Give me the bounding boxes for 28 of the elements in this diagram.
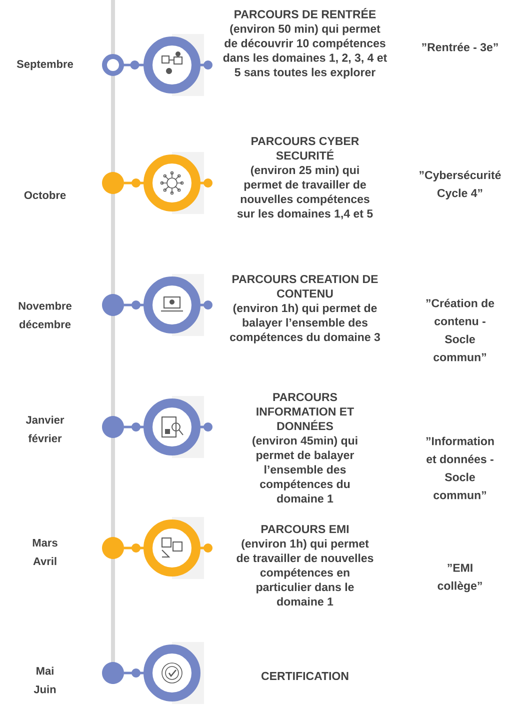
icon-circle: [144, 398, 200, 456]
icon-circle: [144, 154, 200, 212]
quote-label: ”Cybersécurité Cycle 4”: [420, 170, 501, 200]
timeline-dot: [102, 416, 124, 438]
course-description: (environ 1h) qui permet de balayer l’ensemble des compétences du domaine 3: [230, 304, 380, 344]
course-description: (environ 1h) qui permet de travailler de nouvelles compétences en particulier dans le domaine 1: [236, 539, 374, 606]
timeline-dot: [102, 54, 124, 76]
month-label: Mars Avril: [32, 538, 58, 566]
timeline-dot: [102, 172, 124, 194]
icon-circle: [144, 644, 200, 702]
icon-circle: [144, 520, 200, 576]
quote-label: ”Rentrée - 3e”: [422, 42, 498, 52]
course-description: (environ 45min) qui permet de balayer l’ensemble des compétences du domaine 1: [252, 436, 358, 503]
month-label: Mai Juin: [34, 666, 56, 694]
icon-circle: [144, 276, 200, 334]
course-description: (environ 50 min) qui permet de découvrir 10 compétences dans les domaines 1, 2, 3, 4 et 5 sans toutes les explorer: [223, 24, 387, 79]
course-title: PARCOURS CYBER SECURITÉ: [252, 137, 359, 160]
timeline-dot: [102, 294, 124, 316]
quote-label: ”Information et données - Socle commun”: [426, 436, 494, 500]
course-description: (environ 25 min) qui permet de travailler de nouvelles compétences sur les domaines 1,4 et 5: [237, 166, 373, 220]
course-title: PARCOURS INFORMATION ET DONNÉES: [256, 393, 354, 430]
timeline-dot: [102, 537, 124, 559]
course-title: PARCOURS EMI: [261, 525, 349, 534]
course-title: CERTIFICATION: [262, 672, 348, 680]
quote-label: ”EMI collège”: [438, 564, 482, 592]
icon-circle: [144, 36, 200, 94]
quote-label: ”Création de contenu - Socle commun”: [426, 298, 494, 362]
timeline-dot: [102, 662, 124, 684]
